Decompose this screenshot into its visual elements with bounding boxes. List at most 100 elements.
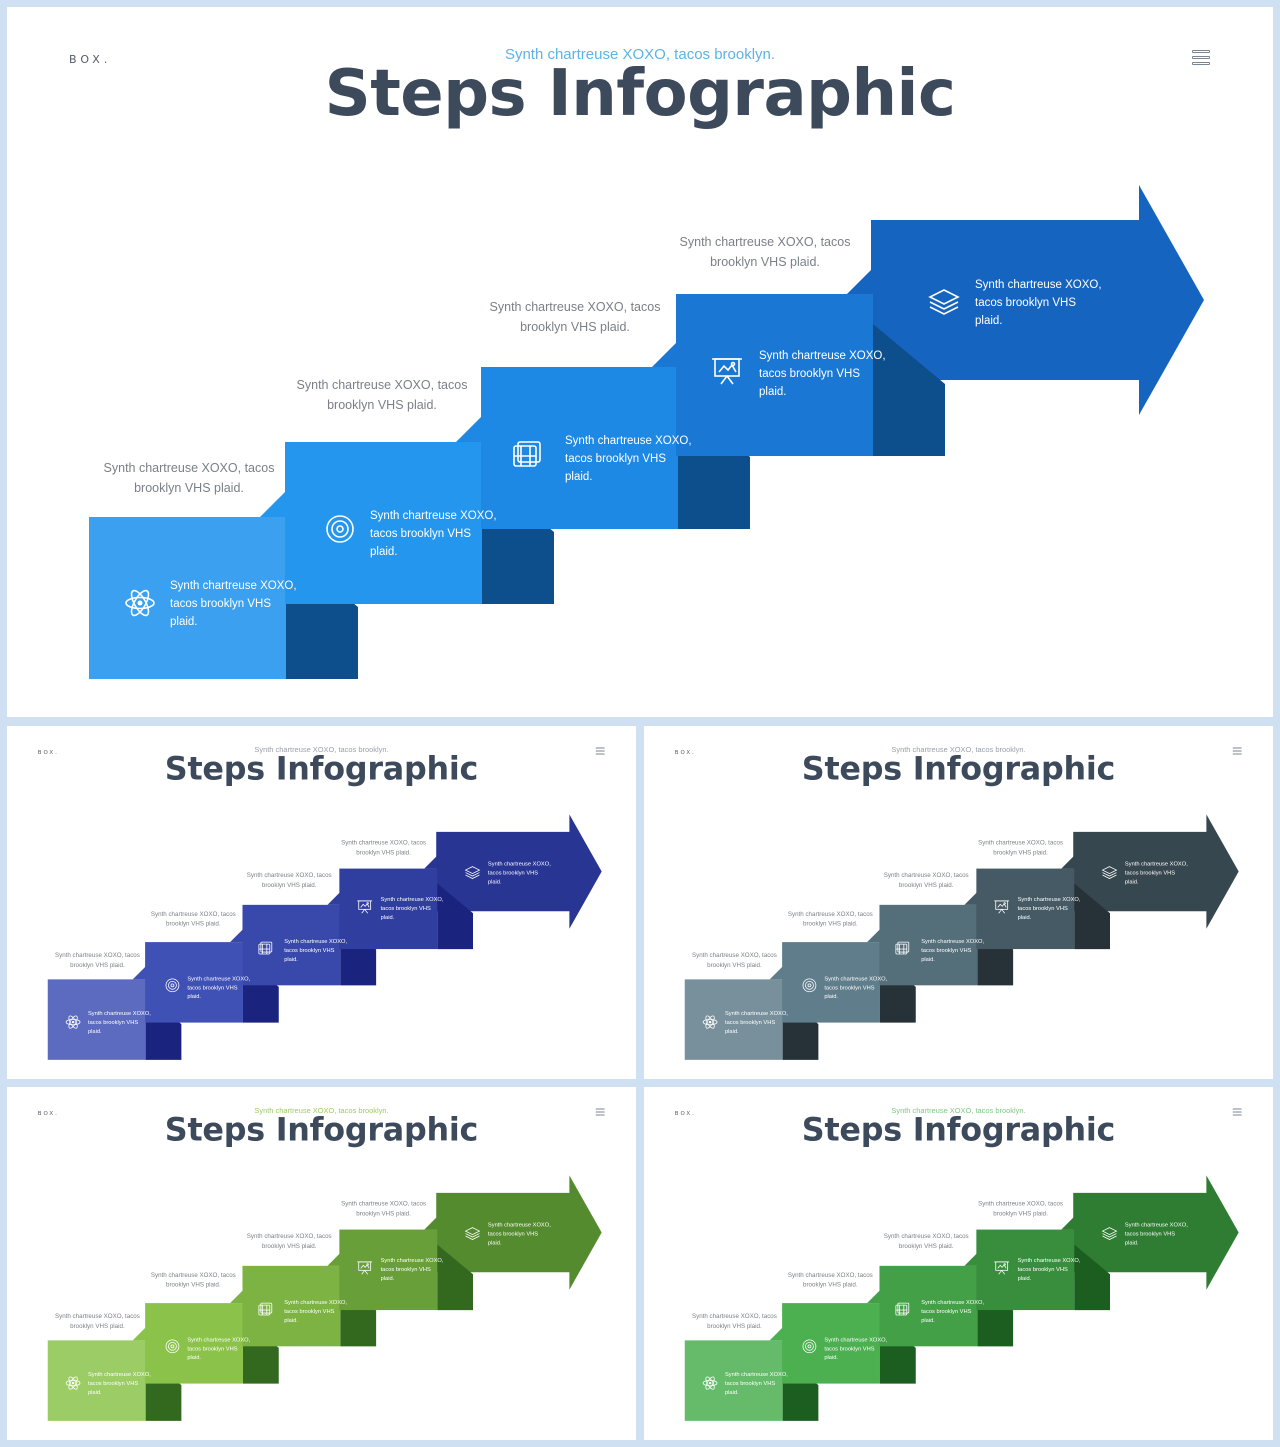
step-2-text: Synth chartreuse XOXO, tacos brooklyn VH… — [370, 510, 497, 558]
step-4-text: Synth chartreuse XOXO, tacos brooklyn VH… — [380, 896, 444, 921]
slide-title: Steps Infographic — [801, 750, 1116, 788]
step-2-caption: Synth chartreuse XOXO, tacos brooklyn VH… — [150, 1271, 236, 1289]
step-1-caption: Synth chartreuse XOXO, tacos brooklyn VH… — [691, 1312, 777, 1330]
step-3-caption: Synth chartreuse XOXO, tacos brooklyn VH… — [883, 1232, 969, 1250]
step-4-caption: Synth chartreuse XOXO, tacos brooklyn VH… — [978, 839, 1064, 857]
slide-subtitle: Synth chartreuse XOXO, tacos brooklyn. — [254, 745, 389, 754]
menu-icon[interactable] — [1232, 1107, 1243, 1118]
step-4-box — [339, 1216, 473, 1311]
slide-subtitle: Synth chartreuse XOXO, tacos brooklyn. — [254, 1106, 389, 1115]
atom-icon — [125, 589, 155, 617]
layers-icon — [1101, 1227, 1118, 1240]
step-5-arrow — [436, 1175, 602, 1290]
step-2-box — [782, 929, 916, 1023]
step-2-caption: Synth chartreuse XOXO, tacos brooklyn VH… — [296, 378, 468, 412]
layers-icon — [928, 289, 960, 315]
steps-diagram — [684, 1175, 1239, 1421]
brand-logo: BOX. — [674, 748, 696, 756]
brand-logo: BOX. — [37, 1109, 59, 1117]
step-3-text: Synth chartreuse XOXO, tacos brooklyn VH… — [284, 1299, 348, 1324]
step-3-caption: Synth chartreuse XOXO, tacos brooklyn VH… — [489, 300, 661, 334]
step-4-box — [676, 268, 945, 456]
layers-icon — [1101, 866, 1118, 879]
step-4-caption: Synth chartreuse XOXO, tacos brooklyn VH… — [341, 1200, 427, 1218]
steps-diagram — [89, 185, 1204, 679]
slide-subtitle: Synth chartreuse XOXO, tacos brooklyn. — [504, 46, 776, 63]
step-1-caption: Synth chartreuse XOXO, tacos brooklyn VH… — [691, 951, 777, 969]
brand-logo: BOX. — [37, 748, 59, 756]
menu-icon[interactable] — [1232, 746, 1243, 757]
slide-title: Steps Infographic — [164, 750, 479, 788]
slide-slate: BOX. Synth chartreuse XOXO, tacos brookl… — [644, 726, 1273, 1079]
step-4-caption: Synth chartreuse XOXO, tacos brooklyn VH… — [341, 839, 427, 857]
step-3-text: Synth chartreuse XOXO, tacos brooklyn VH… — [565, 435, 692, 483]
step-5-text: Synth chartreuse XOXO, tacos brooklyn VH… — [487, 861, 551, 885]
slide-indigo: BOX. Synth chartreuse XOXO, tacos brookl… — [7, 726, 636, 1079]
step-2-text: Synth chartreuse XOXO, tacos brooklyn VH… — [187, 1336, 251, 1361]
step-3-text: Synth chartreuse XOXO, tacos brooklyn VH… — [921, 1299, 985, 1324]
target-icon — [802, 978, 817, 993]
presentation-icon — [994, 900, 1010, 914]
step-4-box — [339, 855, 473, 950]
step-1-caption: Synth chartreuse XOXO, tacos brooklyn VH… — [103, 461, 275, 495]
step-5-arrow — [1073, 814, 1239, 929]
step-1-text: Synth chartreuse XOXO, tacos brooklyn VH… — [87, 1010, 151, 1035]
step-1-text: Synth chartreuse XOXO, tacos brooklyn VH… — [724, 1371, 788, 1396]
step-5-text: Synth chartreuse XOXO, tacos brooklyn VH… — [1124, 861, 1188, 885]
brand-logo: BOX. — [674, 1109, 696, 1117]
menu-icon[interactable] — [595, 1107, 606, 1118]
target-icon — [165, 1339, 180, 1354]
film-icon — [895, 941, 910, 955]
step-4-caption: Synth chartreuse XOXO, tacos brooklyn VH… — [978, 1200, 1064, 1218]
step-5-text: Synth chartreuse XOXO, tacos brooklyn VH… — [1124, 1222, 1188, 1246]
step-5-arrow — [436, 814, 602, 929]
slide-title: Steps Infographic — [164, 1111, 479, 1149]
target-icon — [165, 978, 180, 993]
step-1-caption: Synth chartreuse XOXO, tacos brooklyn VH… — [54, 951, 140, 969]
step-4-text: Synth chartreuse XOXO, tacos brooklyn VH… — [1017, 1257, 1081, 1282]
target-icon — [802, 1339, 817, 1354]
step-4-box — [976, 1216, 1110, 1311]
steps-diagram — [47, 1175, 602, 1421]
slide-title: Steps Infographic — [324, 57, 956, 131]
steps-diagram — [47, 814, 602, 1060]
slide-lime: BOX. Synth chartreuse XOXO, tacos brookl… — [7, 1087, 636, 1440]
step-5-arrow — [871, 185, 1204, 415]
step-1-caption: Synth chartreuse XOXO, tacos brooklyn VH… — [54, 1312, 140, 1330]
step-1-text: Synth chartreuse XOXO, tacos brooklyn VH… — [170, 580, 297, 628]
slide-subtitle: Synth chartreuse XOXO, tacos brooklyn. — [891, 1106, 1026, 1115]
atom-icon — [65, 1015, 81, 1029]
step-1-box — [684, 966, 819, 1060]
step-4-text: Synth chartreuse XOXO, tacos brooklyn VH… — [1017, 896, 1081, 921]
step-1-text: Synth chartreuse XOXO, tacos brooklyn VH… — [87, 1371, 151, 1396]
slide-title: Steps Infographic — [801, 1111, 1116, 1149]
step-2-text: Synth chartreuse XOXO, tacos brooklyn VH… — [824, 975, 888, 1000]
presentation-icon — [357, 900, 373, 914]
target-icon — [326, 515, 354, 543]
step-5-text: Synth chartreuse XOXO, tacos brooklyn VH… — [487, 1222, 551, 1246]
layers-icon — [464, 1227, 481, 1240]
steps-diagram — [684, 814, 1239, 1060]
layers-icon — [464, 866, 481, 879]
brand-logo: BOX. — [69, 53, 112, 66]
step-4-text: Synth chartreuse XOXO, tacos brooklyn VH… — [759, 350, 886, 398]
menu-icon[interactable] — [1190, 47, 1212, 69]
step-2-caption: Synth chartreuse XOXO, tacos brooklyn VH… — [787, 1271, 873, 1289]
step-4-caption: Synth chartreuse XOXO, tacos brooklyn VH… — [679, 235, 851, 269]
presentation-icon — [994, 1261, 1010, 1275]
film-icon — [895, 1302, 910, 1316]
step-1-box — [47, 1327, 182, 1421]
step-2-box — [145, 929, 279, 1023]
step-1-box — [47, 966, 182, 1060]
presentation-icon — [357, 1261, 373, 1275]
step-5-text: Synth chartreuse XOXO, tacos brooklyn VH… — [975, 279, 1102, 327]
film-icon — [258, 1302, 273, 1316]
slide-green: BOX. Synth chartreuse XOXO, tacos brookl… — [644, 1087, 1273, 1440]
film-icon — [258, 941, 273, 955]
step-3-text: Synth chartreuse XOXO, tacos brooklyn VH… — [921, 938, 985, 963]
film-icon — [513, 441, 541, 467]
step-2-text: Synth chartreuse XOXO, tacos brooklyn VH… — [187, 975, 251, 1000]
step-5-arrow — [1073, 1175, 1239, 1290]
menu-icon[interactable] — [595, 746, 606, 757]
step-4-text: Synth chartreuse XOXO, tacos brooklyn VH… — [380, 1257, 444, 1282]
